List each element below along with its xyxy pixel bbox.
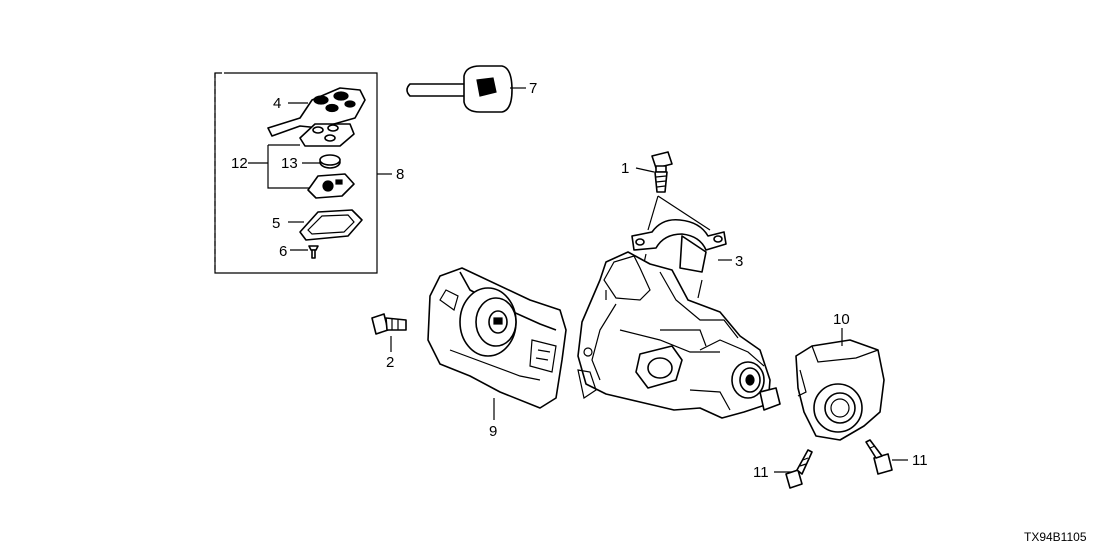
button-pad — [299, 123, 355, 147]
ignition-switch-body — [427, 267, 567, 409]
callout-8: 8 — [396, 166, 404, 183]
callout-11-right: 11 — [912, 452, 928, 469]
tapping-screw-right — [865, 439, 893, 475]
callout-3: 3 — [735, 253, 743, 270]
tapping-screw-left — [785, 449, 813, 489]
callout-6: 6 — [279, 243, 287, 260]
steering-clamp — [631, 218, 727, 299]
pin-bolt — [371, 313, 407, 335]
callout-13: 13 — [281, 155, 298, 172]
shear-bolt — [651, 151, 673, 193]
callout-2: 2 — [386, 354, 394, 371]
callout-1: 1 — [621, 160, 629, 177]
diagram-code: TX94B1105 — [1024, 530, 1087, 544]
callout-5: 5 — [272, 215, 280, 232]
blank-key — [406, 65, 513, 113]
callout-4: 4 — [273, 95, 281, 112]
key-case — [299, 209, 363, 241]
leader-lines — [248, 87, 908, 473]
callout-11-left: 11 — [753, 464, 769, 481]
callout-12: 12 — [231, 155, 248, 172]
small-screw — [308, 245, 319, 259]
callout-7: 7 — [529, 80, 537, 97]
callout-10: 10 — [833, 311, 850, 328]
battery — [319, 154, 341, 169]
remote-key-shell — [267, 87, 366, 137]
circuit-board — [307, 173, 355, 199]
callout-9: 9 — [489, 423, 497, 440]
key-kit-box — [214, 72, 378, 274]
steering-lock-housing — [577, 251, 781, 419]
immobilizer-ring — [795, 339, 885, 441]
